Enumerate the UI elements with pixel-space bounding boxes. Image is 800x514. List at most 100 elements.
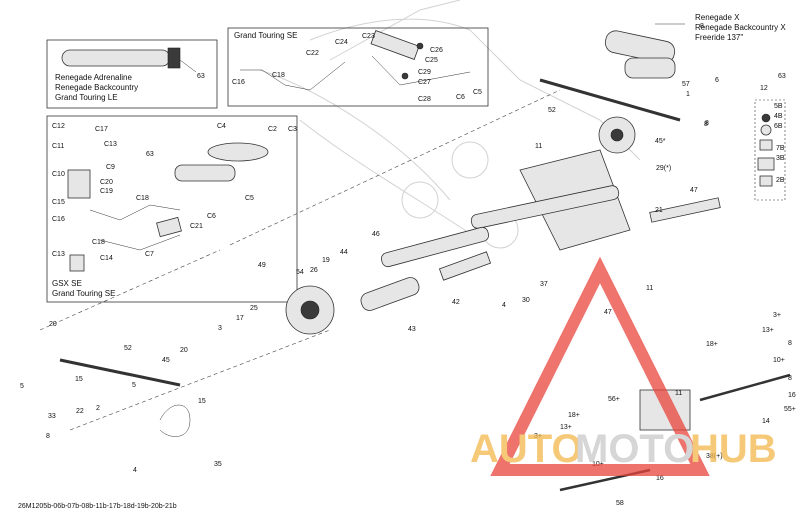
shock-absorber [61, 49, 171, 67]
part-number-label: 54 [296, 269, 304, 276]
part-number-label: 17 [236, 315, 244, 322]
part-number-label: 4 [502, 302, 506, 309]
stack-column: 5B 4B 6B 7B 3B 2B [754, 99, 786, 201]
sleeve-42 [438, 251, 492, 281]
main-assembly [39, 78, 791, 492]
inset-left: C12 C17 C11 C13 C9 C10 C20 C19 C15 C16 C… [46, 115, 298, 303]
shaft-21 [649, 197, 721, 223]
bracket [370, 30, 420, 60]
tube-43 [360, 277, 420, 311]
part-number-label: 26 [310, 267, 318, 274]
label: C26 [430, 47, 443, 54]
label: C5 [473, 89, 482, 96]
ghost-frame [259, 0, 641, 249]
label: C18 [272, 72, 285, 79]
inset-top-right: Renegade X Renegade Backcountry X Freeri… [604, 13, 786, 79]
label: C21 [190, 223, 203, 230]
part-number-label: 44 [340, 249, 348, 256]
label: C7 [145, 251, 154, 258]
part-number-label: 58 [616, 500, 624, 507]
part-number-label: 12 [760, 85, 768, 92]
label: C19 [100, 188, 113, 195]
arm-52 [59, 358, 181, 387]
inset-tr-line-3: Freeride 137'' [695, 33, 744, 42]
label: C6 [456, 94, 465, 101]
stack-label: 2B [776, 177, 785, 184]
part-number-label: 8 [788, 375, 792, 382]
part-number-label: 57 [682, 81, 690, 88]
label: C5 [245, 195, 254, 202]
part-number-label: 56+ [608, 396, 620, 403]
label: C12 [52, 123, 65, 130]
part-number-label: 15 [198, 398, 206, 405]
part-number-label: 3+ [773, 312, 781, 319]
part-number-label: 42 [452, 299, 460, 306]
label: C14 [100, 255, 113, 262]
part-number-label: 15 [75, 376, 83, 383]
watermark-left: AUTO [470, 427, 583, 471]
watermark-triangle [490, 256, 710, 476]
part-number-label: 3+ [534, 433, 542, 440]
label: C29 [418, 69, 431, 76]
label: C22 [306, 50, 319, 57]
part-number-label: 11 [675, 390, 682, 397]
part-number-label: 4 [133, 467, 137, 474]
bolt-55 [699, 373, 791, 402]
label: C6 [207, 213, 216, 220]
part-number-label: 5 [20, 383, 24, 390]
label: 63 [146, 151, 154, 158]
label: C18 [136, 195, 149, 202]
cross-shaft [470, 185, 620, 229]
part-number-label: 37 [540, 281, 548, 288]
part-number-label: 5 [132, 382, 136, 389]
stack-label: 7B [776, 145, 785, 152]
part-number-label: 22 [76, 408, 84, 415]
part-number-label: 8 [705, 120, 709, 127]
part-number-label: 11 [646, 285, 653, 292]
inset-tl-line-2: Renegade Backcountry [55, 83, 138, 92]
label: C20 [100, 179, 113, 186]
label: C24 [335, 39, 348, 46]
part-number-label: 18+ [568, 412, 580, 419]
part-number-label: 11 [535, 143, 542, 150]
label: C2 [268, 126, 277, 133]
part-number-label: 3 [218, 325, 222, 332]
part-number-label: 8 [700, 23, 704, 30]
part-number-label: 8 [704, 121, 708, 128]
label: C10 [52, 171, 65, 178]
part-number-label: 19 [322, 257, 330, 264]
inset-tl-line-3: Grand Touring LE [55, 93, 118, 102]
part-number-label: 45 [162, 357, 170, 364]
inset-left-footer-1: GSX SE [52, 279, 82, 288]
part-number-label: 13+ [762, 327, 774, 334]
part-number-label: 47 [690, 187, 698, 194]
label: C25 [425, 57, 438, 64]
inset-tl-line-1: Renegade Adrenaline [55, 73, 133, 82]
part-number-label: 10+ [773, 357, 785, 364]
part-number-label: 46 [372, 231, 380, 238]
inset-tr-line-1: Renegade X [695, 13, 740, 22]
label: C13 [52, 251, 65, 258]
part-number-label: 6 [715, 77, 719, 84]
part-number-label: 20 [180, 347, 188, 354]
valve-block [67, 169, 91, 199]
watermark: AUTO MOTO HUB [470, 256, 777, 476]
stack-label: 5B [774, 103, 783, 110]
boot [207, 142, 269, 162]
stack-label: 4B [774, 113, 783, 120]
part-number-label: 55+ [784, 406, 796, 413]
label: C23 [362, 33, 375, 40]
shaft-46 [381, 226, 489, 268]
part-number-label: 43 [408, 326, 416, 333]
spring-35 [159, 404, 191, 437]
part-number-label: 29(*) [656, 165, 671, 172]
part-number-label: 1 [686, 91, 690, 98]
label: C13 [104, 141, 117, 148]
label: C11 [52, 143, 64, 150]
part-labels: 861263571852845*1129(*)47214644192649542… [20, 23, 796, 507]
part-number-label: 14 [762, 418, 770, 425]
inset-tc-title: Grand Touring SE [234, 31, 297, 40]
label: C15 [52, 199, 65, 206]
